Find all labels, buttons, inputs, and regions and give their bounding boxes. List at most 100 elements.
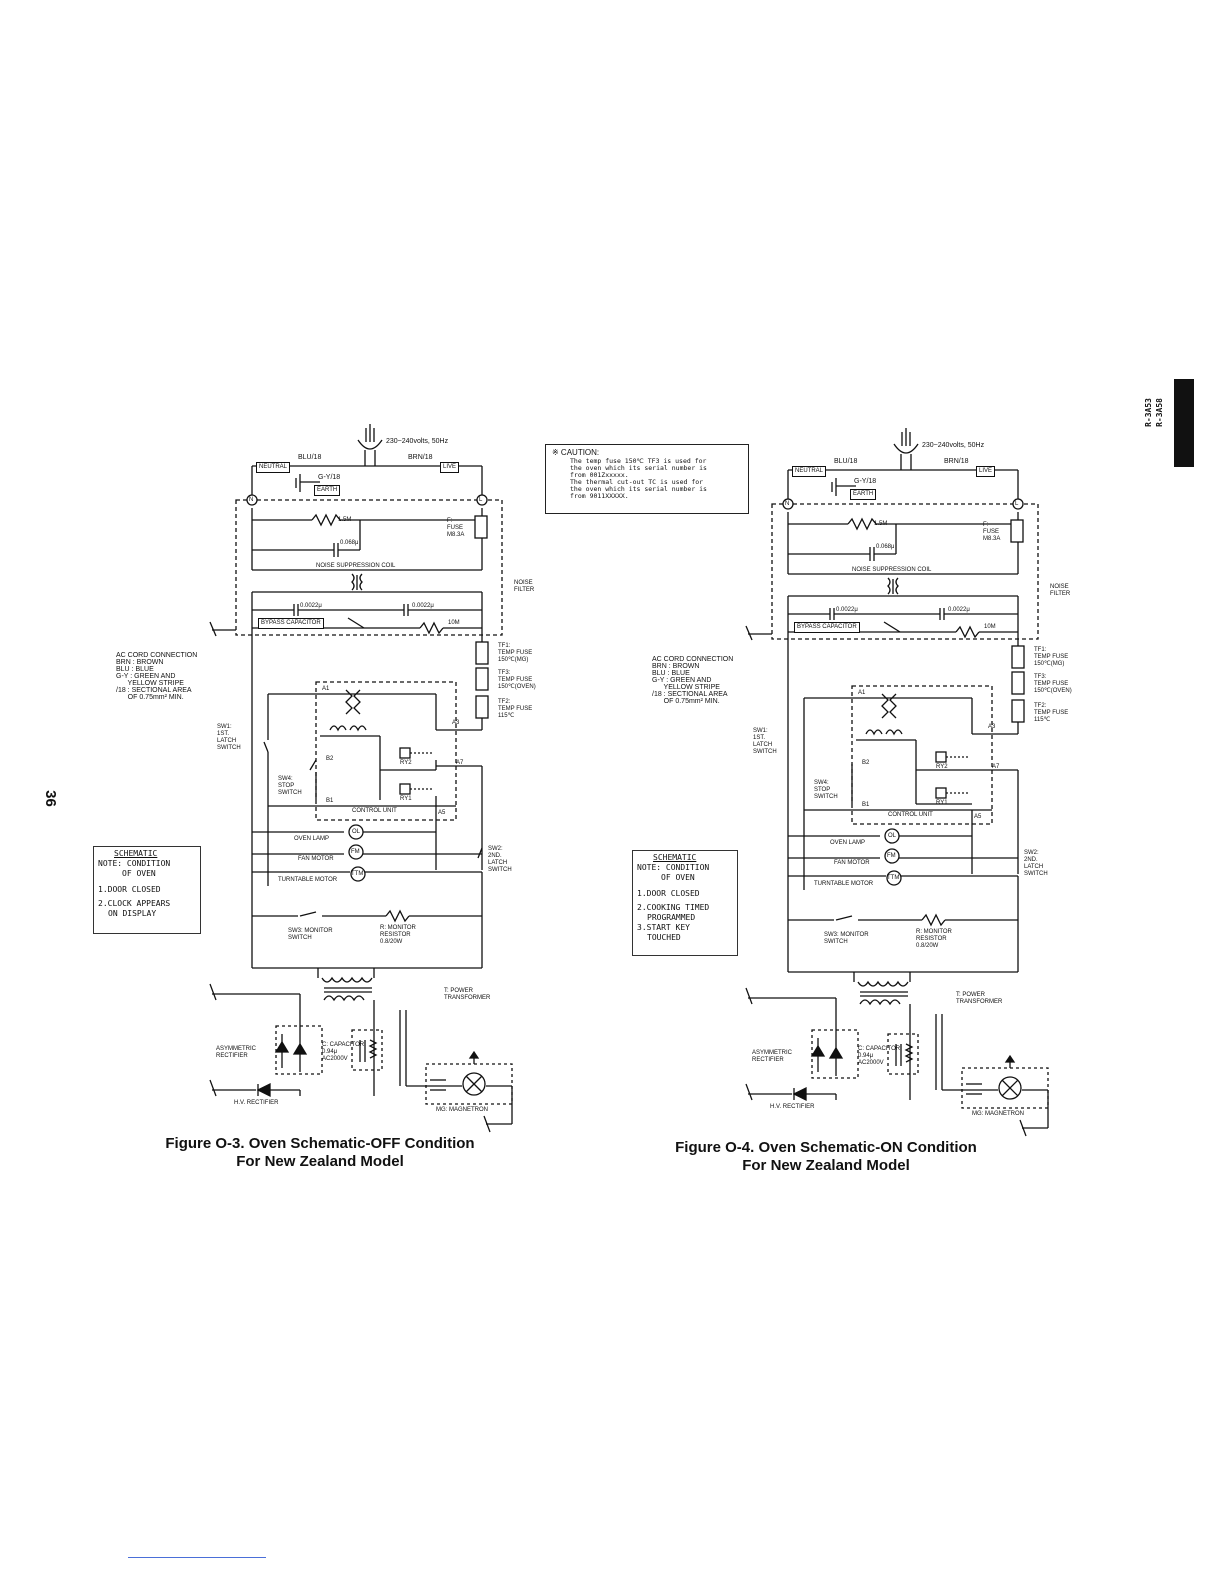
- sw1-label: SW1: 1ST. LATCH SWITCH: [217, 724, 241, 751]
- model-tab-labels: R-3A53 R-3A58: [1144, 398, 1174, 448]
- sw4-label: SW4: STOP SWITCH: [278, 776, 302, 796]
- schematic-item: PROGRAMMED: [647, 913, 696, 922]
- tf3-label: TF3: TEMP FUSE 150℃(OVEN): [498, 670, 536, 690]
- tf2-label: TF2: TEMP FUSE 115℃: [1034, 703, 1069, 723]
- cap-00022a-label: 0.0022μ: [836, 607, 858, 613]
- tf3-label: TF3: TEMP FUSE 150℃(OVEN): [1034, 674, 1072, 694]
- a3-label: A3: [452, 720, 460, 726]
- caption-line-1: Figure O-3. Oven Schematic-OFF Condition: [165, 1135, 475, 1152]
- schematic-note: NOTE: CONDITION: [98, 859, 171, 868]
- magnetron-label: MG: MAGNETRON: [436, 1107, 488, 1113]
- turntable-motor-label: TURNTABLE MOTOR: [814, 881, 874, 887]
- sw2-label: SW2: 2ND. LATCH SWITCH: [1024, 850, 1048, 877]
- sw3-label: SW3: MONITOR SWITCH: [288, 928, 333, 941]
- monitor-resistor-label: R: MONITOR RESISTOR 0.8/20W: [916, 929, 952, 949]
- sw2-label: SW2: 2ND. LATCH SWITCH: [488, 846, 512, 873]
- caution-line: The thermal cut-out TC is used for: [570, 478, 704, 486]
- schematic-item: 2.CLOCK APPEARS: [98, 899, 171, 908]
- fm-label: FM: [887, 853, 896, 859]
- ry2-label: RY2: [400, 760, 412, 766]
- schematic-title: SCHEMATIC: [114, 849, 158, 858]
- earth-label: EARTH: [850, 489, 877, 500]
- live-label: LIVE: [976, 466, 996, 477]
- supply-label: 230~240volts, 50Hz: [386, 438, 449, 445]
- blu-label: BLU/18: [834, 458, 858, 465]
- schematic-on: 230~240volts, 50Hz BLU/18 BRN/18 NEUTRAL…: [536, 4, 1148, 1204]
- neutral-label: NEUTRAL: [256, 462, 291, 473]
- fm-label: FM: [351, 849, 360, 855]
- fan-motor-label: FAN MOTOR: [298, 856, 334, 862]
- hv-rectifier-label: H.V. RECTIFIER: [770, 1104, 815, 1110]
- brn-label: BRN/18: [944, 458, 969, 465]
- tf2-label: TF2: TEMP FUSE 115℃: [498, 699, 533, 719]
- capacitor-label: C: CAPACITOR 0.94μ AC2000V: [858, 1046, 901, 1066]
- control-unit-label: CONTROL UNIT: [352, 808, 397, 814]
- r15m-label: 1.5M: [874, 521, 888, 527]
- a7-label: A7: [456, 760, 464, 766]
- schematic-on-wiring: [745, 428, 1049, 1137]
- schematic-note: NOTE: CONDITION: [637, 863, 710, 872]
- ac-cord-legend: AC CORD CONNECTION BRN : BROWN BLU : BLU…: [116, 652, 198, 701]
- fuse-label: F: FUSE M8.3A: [447, 518, 465, 538]
- b1-label: B1: [862, 802, 870, 808]
- caution-box: ※ CAUTION: The temp fuse 150℃ TF3 is use…: [545, 444, 749, 514]
- n-terminal: N: [249, 497, 254, 503]
- noise-filter-label: NOISE FILTER: [514, 580, 535, 593]
- control-unit-label: CONTROL UNIT: [888, 812, 933, 818]
- transformer-label: T: POWER TRANSFORMER: [444, 988, 491, 1001]
- ry1-label: RY1: [936, 800, 948, 806]
- l-terminal: L: [479, 497, 483, 503]
- schematic-note-box: SCHEMATIC NOTE: CONDITION OF OVEN 1.DOOR…: [93, 846, 201, 934]
- ry2-label: RY2: [936, 764, 948, 770]
- earth-label: EARTH: [314, 485, 341, 496]
- turntable-motor-label: TURNTABLE MOTOR: [278, 877, 338, 883]
- monitor-resistor-label: R: MONITOR RESISTOR 0.8/20W: [380, 925, 416, 945]
- schematic-item: 2.COOKING TIMED: [637, 903, 710, 912]
- transformer-label: T: POWER TRANSFORMER: [956, 992, 1003, 1005]
- bypass-label: BYPASS CAPACITOR: [258, 618, 324, 629]
- schematic-item: ON DISPLAY: [108, 909, 157, 918]
- caution-line: The temp fuse 150℃ TF3 is used for: [570, 457, 707, 465]
- schematic-note: OF OVEN: [122, 869, 156, 878]
- noise-coil-label: NOISE SUPPRESSION COIL: [316, 563, 396, 569]
- schematic-item: 1.DOOR CLOSED: [637, 889, 700, 898]
- a5-label: A5: [974, 814, 982, 820]
- fan-motor-label: FAN MOTOR: [834, 860, 870, 866]
- cap-00022b-label: 0.0022μ: [412, 603, 434, 609]
- b2-label: B2: [326, 756, 334, 762]
- gy-label: G-Y/18: [854, 478, 877, 485]
- schematic-item: 1.DOOR CLOSED: [98, 885, 161, 894]
- supply-label: 230~240volts, 50Hz: [922, 442, 985, 449]
- r10m-label: 10M: [984, 624, 996, 630]
- figure-caption: Figure O-4. Oven Schematic-ON Condition …: [656, 1139, 996, 1175]
- noise-coil-label: NOISE SUPPRESSION COIL: [852, 567, 932, 573]
- tf1-label: TF1: TEMP FUSE 150℃(MG): [1034, 647, 1069, 667]
- magnetron-label: MG: MAGNETRON: [972, 1111, 1024, 1117]
- schematic-off-wiring: [209, 424, 513, 1133]
- cap-00022b-label: 0.0022μ: [948, 607, 970, 613]
- l-terminal: L: [1015, 501, 1019, 507]
- capacitor-label: C: CAPACITOR 0.94μ AC2000V: [322, 1042, 365, 1062]
- ac-cord-legend: AC CORD CONNECTION BRN : BROWN BLU : BLU…: [652, 656, 734, 705]
- a1-label: A1: [858, 690, 866, 696]
- noise-filter-label: NOISE FILTER: [1050, 584, 1071, 597]
- live-label: LIVE: [440, 462, 460, 473]
- a5-label: A5: [438, 810, 446, 816]
- a1-label: A1: [322, 686, 330, 692]
- caption-line-2: For New Zealand Model: [742, 1157, 910, 1174]
- figure-caption: Figure O-3. Oven Schematic-OFF Condition…: [150, 1135, 490, 1171]
- schematic-off: 230~240volts, 50Hz BLU/18 BRN/18 NEUTRAL…: [93, 424, 536, 1171]
- schematic-item: TOUCHED: [647, 933, 681, 942]
- blu-label: BLU/18: [298, 454, 322, 461]
- r15m-label: 1.5M: [338, 517, 352, 523]
- sw4-label: SW4: STOP SWITCH: [814, 780, 838, 800]
- hv-rectifier-label: H.V. RECTIFIER: [234, 1100, 279, 1106]
- fuse-label: F: FUSE M8.3A: [983, 522, 1001, 542]
- schematic-title: SCHEMATIC: [653, 853, 697, 862]
- brn-label: BRN/18: [408, 454, 433, 461]
- oven-lamp-label: OVEN LAMP: [830, 840, 866, 846]
- schematic-note: OF OVEN: [661, 873, 695, 882]
- cap-0068-label: 0.068μ: [876, 544, 895, 550]
- caution-line: from 001Zxxxxx.: [570, 471, 629, 479]
- ol-label: OL: [352, 829, 361, 835]
